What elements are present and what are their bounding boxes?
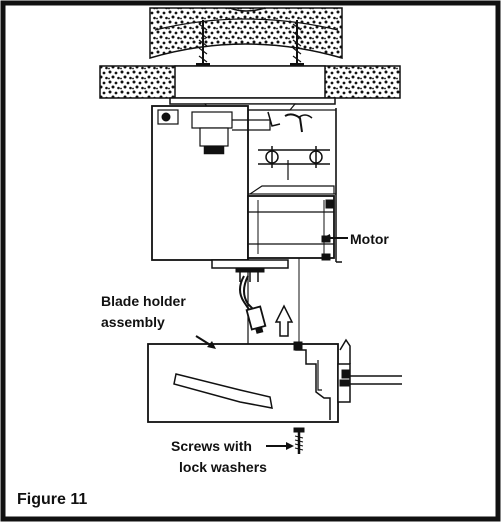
blade-holder xyxy=(147,338,402,423)
housing xyxy=(151,105,337,261)
motor-label: Motor xyxy=(350,231,389,247)
ceiling-slab xyxy=(99,65,401,99)
wire-connector xyxy=(239,275,267,334)
ceiling-dome xyxy=(149,7,343,60)
blade-holder-label-line1: Blade holder xyxy=(101,293,186,309)
screws-label-line1: Screws with xyxy=(171,438,252,454)
up-arrow-icon xyxy=(274,304,294,337)
blade-holder-label-line2: assembly xyxy=(101,314,165,330)
screws-arrowhead xyxy=(286,442,294,450)
motor xyxy=(247,108,342,263)
blade-holder-arrowhead xyxy=(207,341,216,349)
screw-icon xyxy=(293,427,305,454)
screws-label-line2: lock washers xyxy=(179,459,267,475)
motor-arrowhead xyxy=(322,234,330,242)
figure-caption: Figure 11 xyxy=(17,491,87,508)
